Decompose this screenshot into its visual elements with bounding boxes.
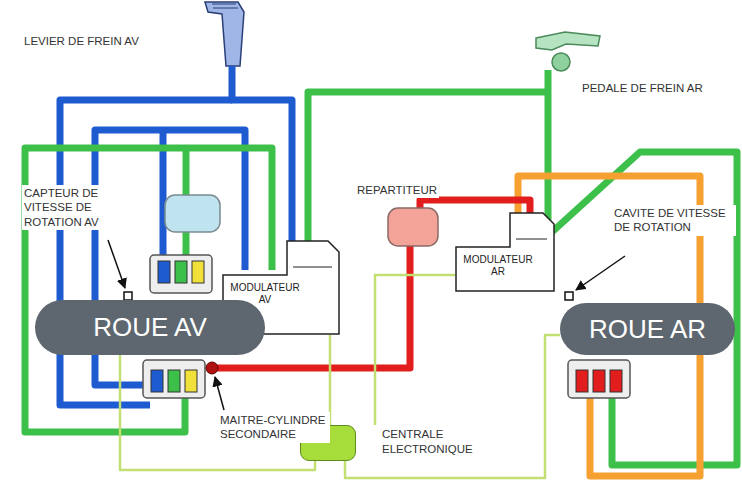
leader-line — [215, 377, 224, 410]
ecu-label: CENTRALE ELECTRONIQUE — [382, 427, 472, 457]
part-label: MAITRE-CYLINDRE SECONDAIRE — [218, 412, 330, 443]
part-label: PEDALE DE FREIN AR — [580, 80, 705, 96]
caliper-piston — [158, 261, 170, 283]
wheel-label: ROUE AR — [589, 314, 706, 345]
speed-sensor — [565, 292, 573, 300]
pedal-pivot — [552, 53, 570, 71]
modulator-detail — [516, 239, 547, 240]
rear-brake-hose — [552, 152, 737, 465]
caliper-piston — [175, 261, 187, 283]
brake-pedal — [536, 32, 600, 50]
caliper-piston — [151, 370, 163, 392]
caliper-piston — [593, 370, 605, 392]
part-label: REPARTITEUR — [355, 182, 439, 198]
brake-caliper — [150, 255, 212, 293]
leader-line — [108, 240, 125, 288]
caliper-piston — [576, 370, 588, 392]
caliper-piston — [192, 261, 204, 283]
modulator-label: MODULATEUR AR — [460, 254, 536, 278]
brake-caliper — [143, 360, 205, 398]
modulator-outline — [455, 212, 555, 292]
modulator-shape — [456, 213, 554, 291]
modulator-detail — [293, 267, 332, 268]
part-label: LEVIER DE FREIN AV — [22, 33, 141, 49]
speed-sensor — [124, 292, 132, 300]
caliper-piston — [610, 370, 622, 392]
wheel-pill: ROUE AR — [560, 303, 735, 355]
brake-distributor — [388, 208, 438, 246]
modulator-box: MODULATEUR AR — [455, 212, 555, 292]
part-label: CAVITE DE VITESSE DE ROTATION — [612, 205, 736, 236]
sensor-wire — [345, 335, 560, 478]
caliper-piston — [185, 370, 197, 392]
front-brake-hose — [232, 66, 292, 262]
secondary-master-cylinder — [206, 362, 218, 374]
wheel-pill: ROUE AV — [35, 300, 265, 355]
brake-caliper — [568, 360, 630, 398]
caliper-piston — [168, 370, 180, 392]
part-label: CAPTEUR DE VITESSE DE ROTATION AV — [22, 185, 126, 230]
wheel-label: ROUE AV — [93, 312, 207, 343]
fluid-reservoir — [165, 195, 220, 232]
brake-lever — [205, 2, 244, 66]
lever-grip — [212, 4, 238, 8]
leader-line — [576, 256, 625, 290]
sensor-wire — [375, 275, 455, 425]
